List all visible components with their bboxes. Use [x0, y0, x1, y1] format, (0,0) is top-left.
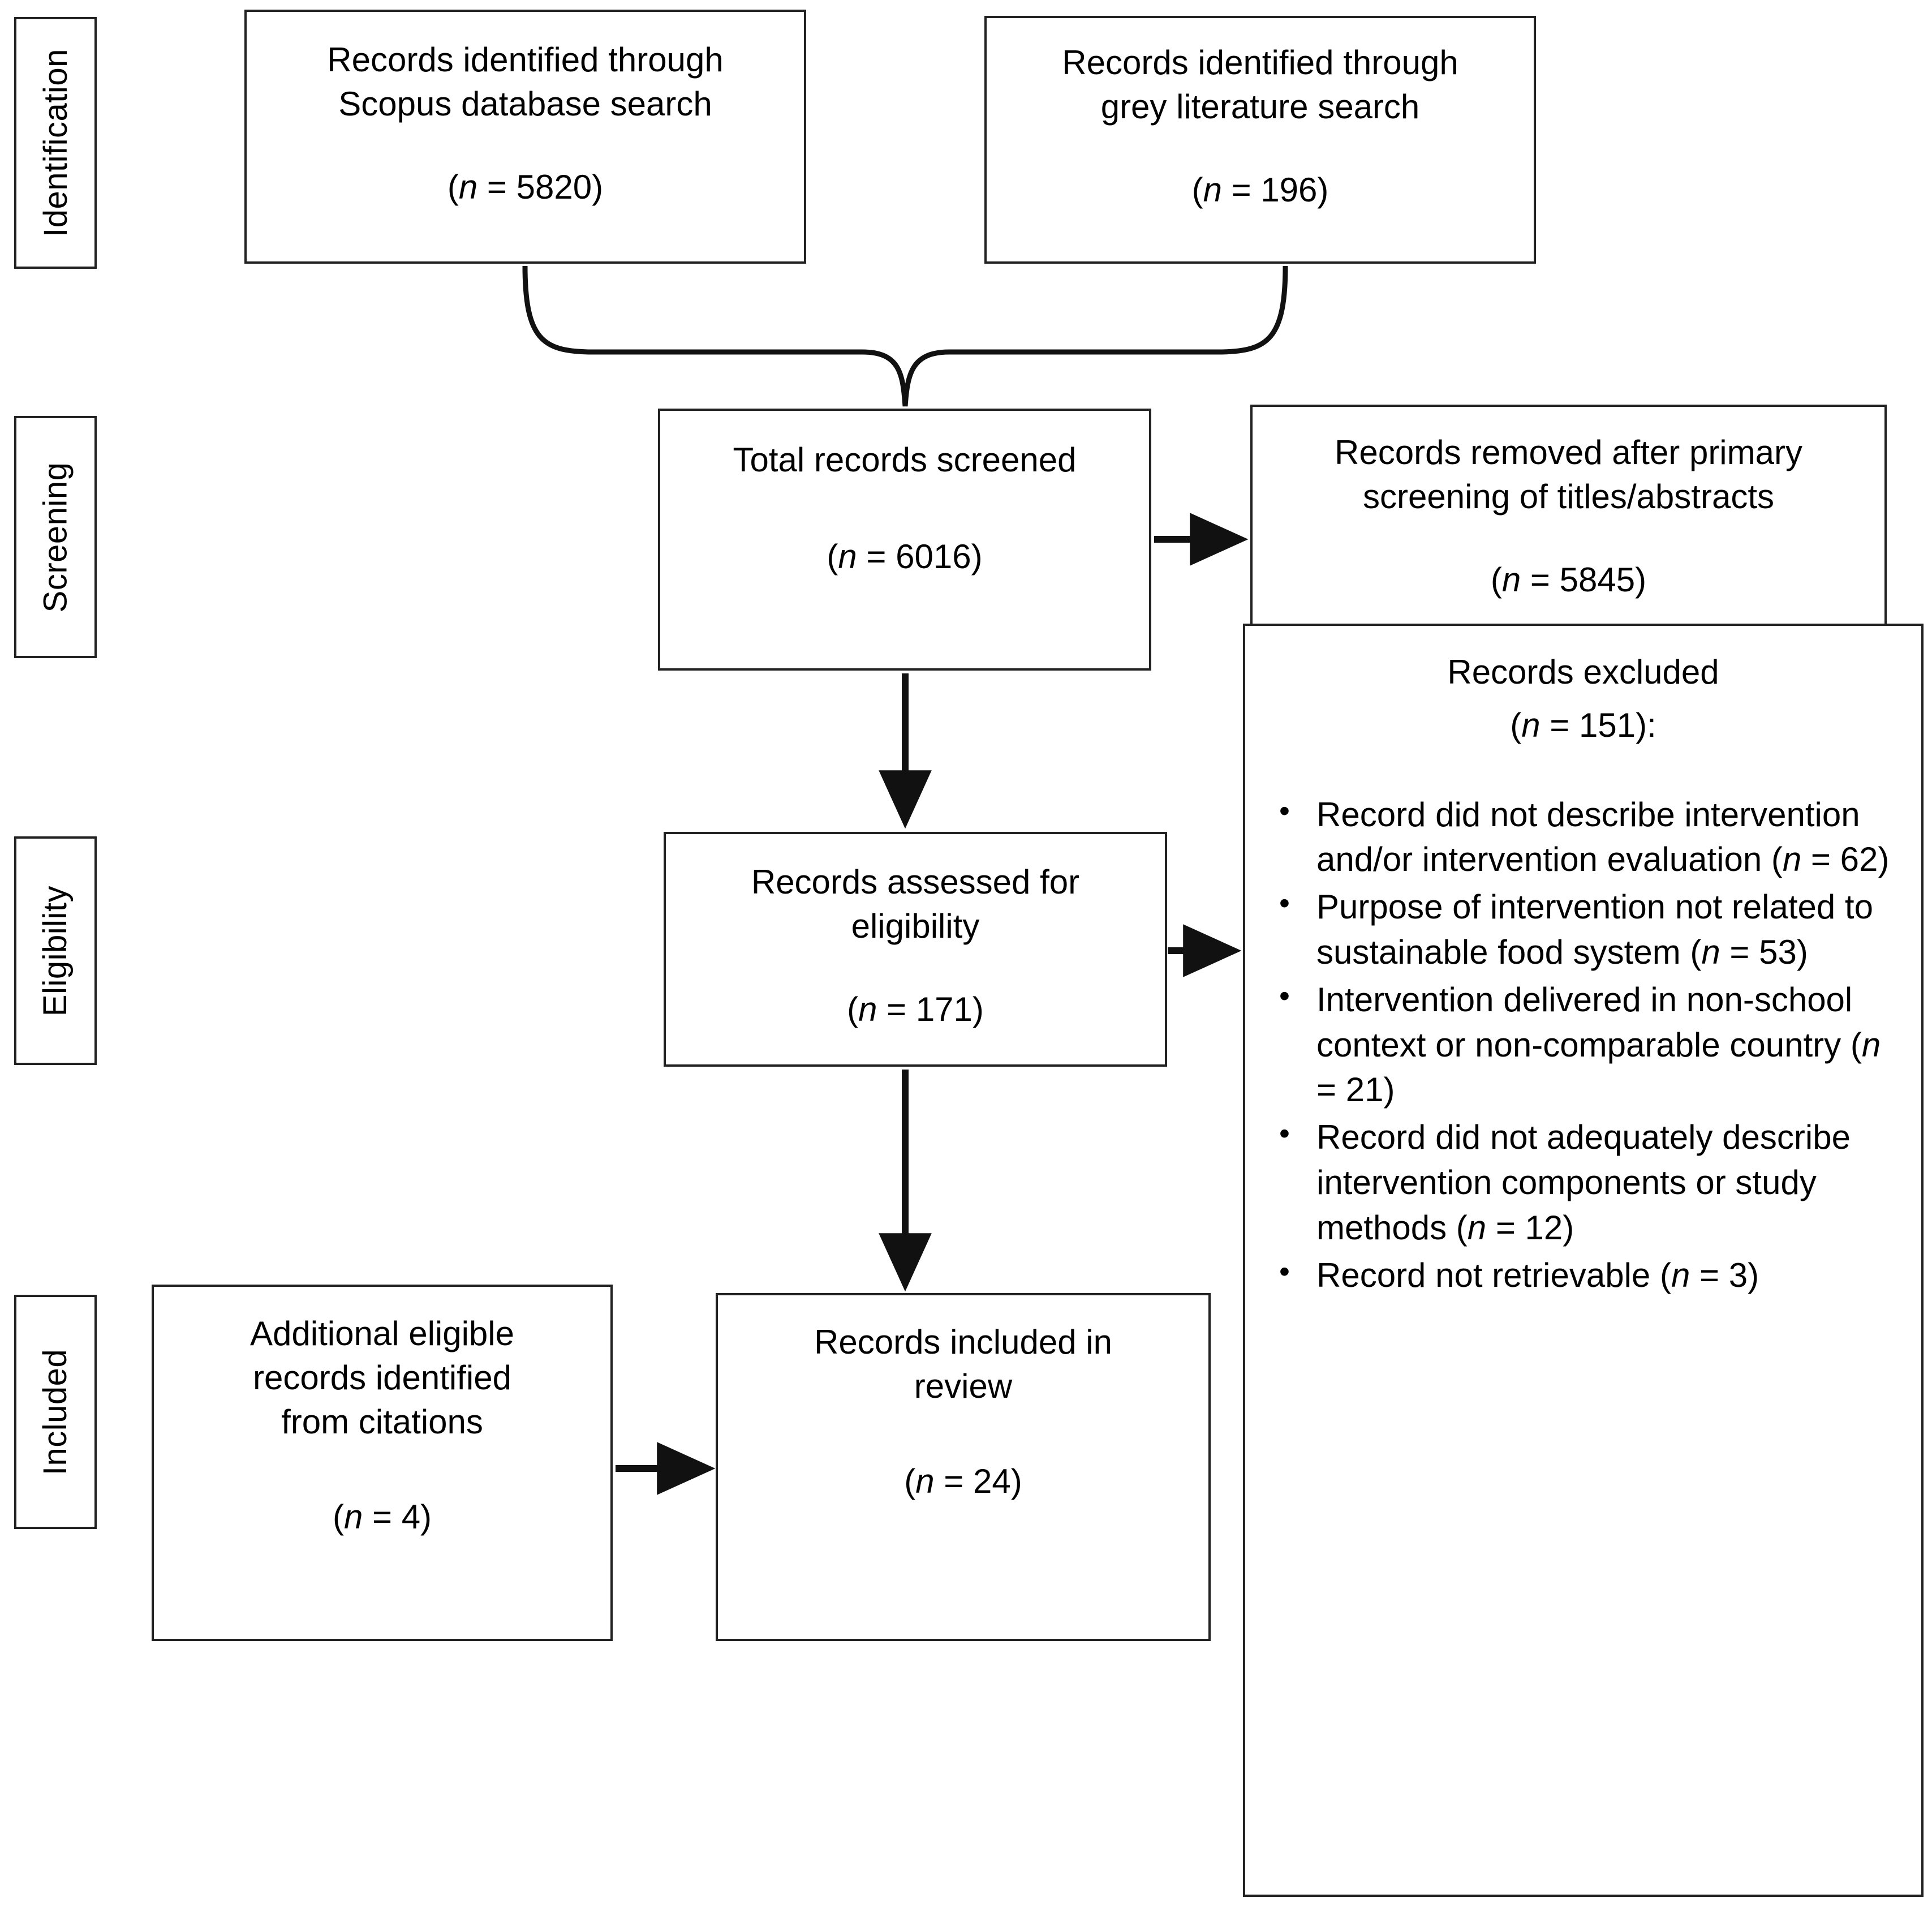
list-item: Intervention delivered in non-school con…: [1262, 976, 1904, 1113]
box-records-scopus-line2: Scopus database search: [338, 85, 712, 123]
box-records-scopus-line1: Records identified through: [327, 41, 724, 79]
box-records-grey-literature-line1: Records identified through: [1062, 44, 1458, 81]
stage-label-screening-text: Screening: [37, 462, 74, 612]
panel-records-excluded-title: Records excluded: [1447, 653, 1719, 691]
box-additional-eligible-records-line3: from citations: [281, 1403, 483, 1441]
box-additional-eligible-records-line1: Additional eligible: [250, 1315, 514, 1352]
stage-label-identification: Identification: [14, 17, 97, 269]
panel-records-excluded: Records excluded (n = 151): Record did n…: [1243, 624, 1924, 1897]
box-additional-eligible-records-line2: records identified: [253, 1359, 511, 1397]
panel-records-excluded-count: (n = 151):: [1510, 706, 1656, 744]
stage-label-eligibility: Eligibility: [14, 836, 97, 1065]
box-records-assessed-count: (n = 171): [847, 990, 984, 1028]
stage-label-screening: Screening: [14, 416, 97, 658]
list-item: Record not retrievable (n = 3): [1262, 1252, 1904, 1298]
box-additional-eligible-records-count: (n = 4): [332, 1498, 432, 1536]
stage-label-identification-text: Identification: [37, 49, 74, 237]
box-total-records-screened-count: (n = 6016): [827, 538, 983, 576]
box-records-assessed-line1: Records assessed for: [751, 863, 1080, 901]
box-records-included-line1: Records included in: [814, 1323, 1112, 1361]
records-excluded-reason-list: Record did not describe intervention and…: [1262, 791, 1904, 1298]
stage-label-eligibility-text: Eligibility: [37, 885, 74, 1016]
box-records-removed-line1: Records removed after primary: [1335, 433, 1802, 471]
box-records-grey-literature-count: (n = 196): [1191, 171, 1329, 209]
box-total-records-screened-line1: Total records screened: [733, 441, 1077, 479]
box-records-assessed: Records assessed for eligibility (n = 17…: [664, 832, 1167, 1067]
box-records-grey-literature: Records identified through grey literatu…: [984, 16, 1536, 264]
box-records-removed-count: (n = 5845): [1490, 561, 1647, 599]
box-records-grey-literature-line2: grey literature search: [1100, 88, 1420, 126]
box-additional-eligible-records: Additional eligible records identified f…: [152, 1285, 613, 1641]
box-records-scopus: Records identified through Scopus databa…: [244, 10, 806, 264]
box-records-scopus-count: (n = 5820): [447, 168, 604, 206]
list-item: Record did not adequately describe inter…: [1262, 1114, 1904, 1250]
box-records-included-count: (n = 24): [904, 1462, 1022, 1500]
box-records-assessed-line2: eligibility: [851, 907, 980, 945]
list-item: Purpose of intervention not related to s…: [1262, 883, 1904, 975]
box-records-removed-line2: screening of titles/abstracts: [1362, 478, 1774, 516]
box-records-included: Records included in review (n = 24): [716, 1293, 1211, 1641]
stage-label-included-text: Included: [37, 1349, 74, 1475]
box-records-included-line2: review: [914, 1367, 1013, 1405]
brace-connector: [522, 265, 1288, 407]
stage-label-included: Included: [14, 1295, 97, 1529]
list-item: Record did not describe intervention and…: [1262, 791, 1904, 883]
box-total-records-screened: Total records screened (n = 6016): [658, 409, 1151, 671]
